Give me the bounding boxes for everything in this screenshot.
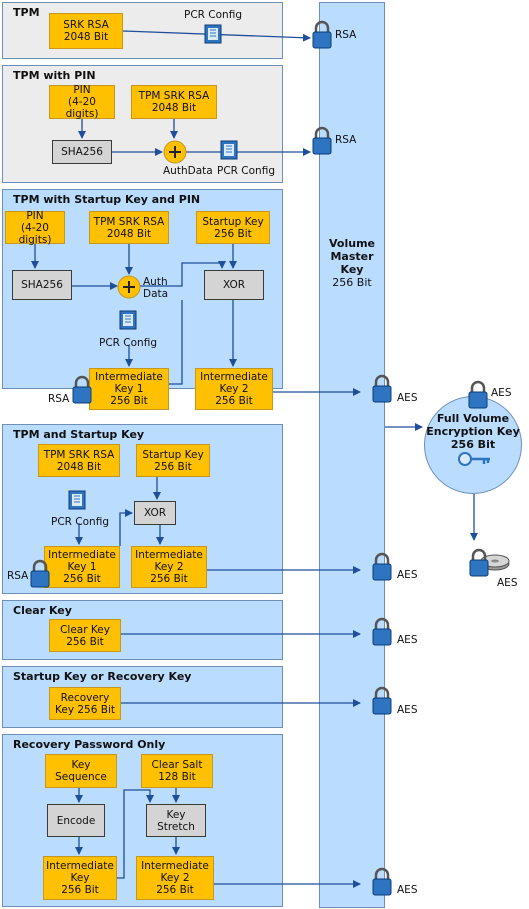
aes-label: AES	[397, 704, 418, 716]
panel-title: Startup Key or Recovery Key	[13, 670, 192, 683]
panel-title: TPM and Startup Key	[13, 428, 145, 441]
key-sequence-box: Key Sequence	[45, 754, 117, 788]
pcr-config-label: PCR Config	[51, 516, 109, 528]
locked-disk-icon	[469, 548, 510, 577]
pcr-config-label: PCR Config	[99, 337, 157, 349]
recovery-key-box: Recovery Key 256 Bit	[49, 687, 121, 720]
fvek-title-line2: Encryption Key	[426, 425, 520, 438]
pcr-config-label: PCR Config	[217, 165, 275, 177]
padlock-icon	[312, 126, 332, 155]
rsa-label: RSA	[7, 570, 29, 582]
pcr-config-label: PCR Config	[184, 9, 242, 21]
combine-plus-icon	[117, 275, 141, 299]
key-icon	[458, 452, 490, 466]
authdata-label: AuthData	[163, 165, 213, 177]
padlock-icon	[372, 552, 392, 581]
rsa-label: RSA	[335, 134, 357, 146]
sha256-box: SHA256	[12, 270, 72, 300]
encode-box: Encode	[47, 804, 105, 837]
pcr-chip-icon	[204, 24, 222, 44]
srk-rsa-box: SRK RSA 2048 Bit	[49, 13, 123, 49]
clear-salt-box: Clear Salt 128 Bit	[141, 754, 213, 788]
fvek-aes-label: AES	[497, 577, 518, 589]
startup-key-box: Startup Key 256 Bit	[136, 444, 210, 477]
panel-clear-key: Clear Key	[2, 600, 283, 660]
intermediate-key-box: Intermediate Key 256 Bit	[43, 856, 117, 900]
padlock-icon	[372, 374, 392, 403]
intermediate-key1-box: Intermediate Key 1 256 Bit	[89, 368, 169, 410]
fvek-aes-label: AES	[491, 387, 512, 399]
intermediate-key2-box: Intermediate Key 2 256 Bit	[195, 368, 273, 410]
padlock-icon	[312, 20, 332, 49]
aes-label: AES	[397, 634, 418, 646]
rsa-label: RSA	[48, 393, 70, 405]
aes-label: AES	[397, 884, 418, 896]
tpm-srk-rsa-box: TPM SRK RSA 2048 Bit	[131, 85, 217, 119]
panel-title: TPM with PIN	[13, 69, 96, 82]
vmk-title-line3: Key	[340, 263, 364, 276]
pin-box: PIN (4-20 digits)	[49, 84, 115, 120]
padlock-icon	[372, 617, 392, 646]
tpm-srk-rsa-box: TPM SRK RSA 2048 Bit	[38, 444, 120, 477]
padlock-icon	[30, 559, 50, 588]
pcr-chip-icon	[119, 310, 137, 330]
auth-data-label: Auth Data	[143, 276, 169, 300]
panel-tpm-with-pin: TPM with PIN	[2, 65, 283, 183]
aes-label: AES	[397, 569, 418, 581]
tpm-srk-rsa-box: TPM SRK RSA 2048 Bit	[89, 211, 169, 244]
fvek-title-line1: Full Volume	[436, 412, 510, 425]
padlock-icon	[372, 867, 392, 896]
padlock-icon	[72, 375, 92, 404]
pcr-chip-icon	[220, 140, 238, 160]
clear-key-box: Clear Key 256 Bit	[49, 619, 121, 652]
intermediate-key2-box: Intermediate Key 2 256 Bit	[136, 856, 214, 900]
panel-recovery-key: Startup Key or Recovery Key	[2, 666, 283, 728]
fvek-title-line3: 256 Bit	[450, 438, 496, 451]
xor-box: XOR	[204, 270, 264, 300]
padlock-icon	[372, 686, 392, 715]
vmk-bits: 256 Bit	[332, 276, 372, 289]
intermediate-key1-box: Intermediate Key 1 256 Bit	[44, 546, 120, 588]
pcr-chip-icon	[68, 490, 86, 510]
panel-title: TPM with Startup Key and PIN	[13, 193, 201, 206]
padlock-icon	[468, 380, 488, 409]
key-stretch-box: Key Stretch	[146, 804, 206, 837]
sha256-box: SHA256	[52, 140, 112, 164]
startup-key-box: Startup Key 256 Bit	[196, 211, 270, 244]
vmk-title-line2: Master	[330, 250, 374, 263]
aes-label: AES	[397, 392, 418, 404]
xor-box: XOR	[134, 501, 176, 525]
panel-tpm: TPM	[2, 2, 283, 59]
panel-title: TPM	[13, 6, 40, 19]
rsa-label: RSA	[335, 29, 357, 41]
pin-box: PIN (4-20 digits)	[5, 210, 65, 246]
panel-title: Clear Key	[13, 604, 72, 617]
panel-title: Recovery Password Only	[13, 738, 166, 751]
vmk-title-line1: Volume	[329, 237, 375, 250]
intermediate-key2-box: Intermediate Key 2 256 Bit	[131, 546, 207, 588]
combine-plus-icon	[163, 140, 187, 164]
